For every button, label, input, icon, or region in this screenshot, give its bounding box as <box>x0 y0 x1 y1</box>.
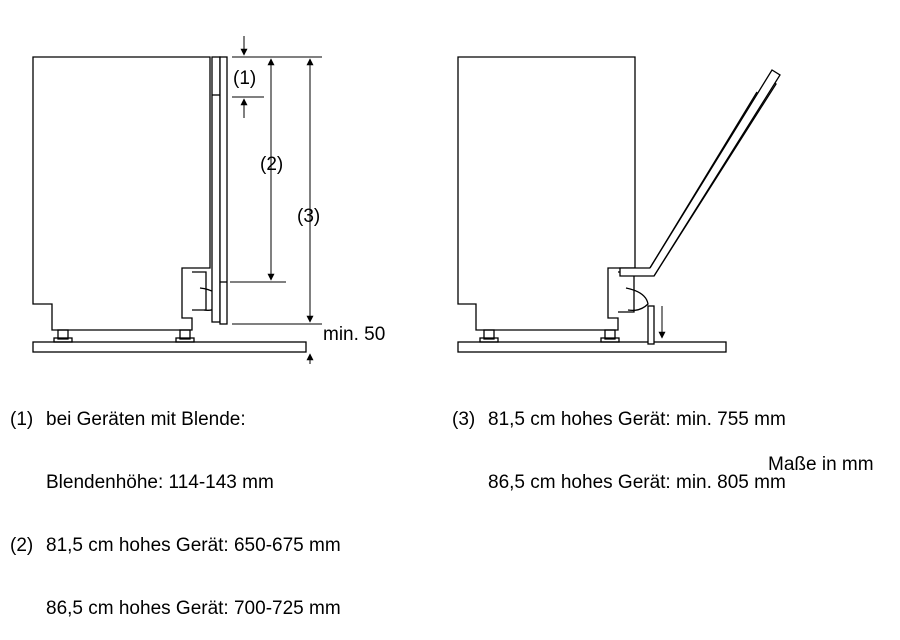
note-2-line-1: 81,5 cm hohes Gerät: 650-675 mm <box>46 535 341 556</box>
left-door-outer <box>219 56 228 325</box>
label-min-50: min. 50 <box>323 324 385 345</box>
note-1-cont: Blendenhöhe: 114-143 mm <box>10 472 341 493</box>
note-2-line-2: 86,5 cm hohes Gerät: 700-725 mm <box>46 598 341 619</box>
left-cabinet <box>32 56 211 331</box>
note-3-line-2: 86,5 cm hohes Gerät: min. 805 mm <box>488 472 786 493</box>
left-door-inner <box>211 56 221 323</box>
right-figure <box>457 56 781 353</box>
label-3: (3) <box>297 206 320 227</box>
right-floor <box>457 341 727 353</box>
installation-diagram: (1) (2) (3) min. 50 <box>32 36 781 364</box>
left-figure <box>32 56 307 353</box>
left-foot-back <box>57 329 69 340</box>
note-1-line-1: bei Geräten mit Blende: <box>46 409 246 430</box>
note-2-cont: 86,5 cm hohes Gerät: 700-725 mm <box>10 598 341 619</box>
note-2-number: (2) <box>10 535 34 556</box>
left-foot-front <box>179 329 191 340</box>
units-note: Maße in mm <box>768 454 874 475</box>
notes-left: (1) bei Geräten mit Blende: Blendenhöhe: … <box>10 367 341 640</box>
note-3-number: (3) <box>452 409 476 430</box>
right-cabinet <box>457 56 636 331</box>
note-3: (3) 81,5 cm hohes Gerät: min. 755 mm <box>452 409 786 430</box>
left-dimensions <box>230 36 322 364</box>
right-plinth-panel <box>647 305 655 345</box>
left-floor <box>32 341 307 353</box>
note-2: (2) 81,5 cm hohes Gerät: 650-675 mm <box>10 535 341 556</box>
note-3-cont: 86,5 cm hohes Gerät: min. 805 mm <box>452 472 786 493</box>
note-1-number: (1) <box>10 409 34 430</box>
notes-right: (3) 81,5 cm hohes Gerät: min. 755 mm 86,5… <box>452 367 786 514</box>
note-1: (1) bei Geräten mit Blende: <box>10 409 341 430</box>
label-2: (2) <box>260 154 283 175</box>
note-3-line-1: 81,5 cm hohes Gerät: min. 755 mm <box>488 409 786 430</box>
label-1: (1) <box>233 68 256 89</box>
note-1-line-2: Blendenhöhe: 114-143 mm <box>46 472 274 493</box>
